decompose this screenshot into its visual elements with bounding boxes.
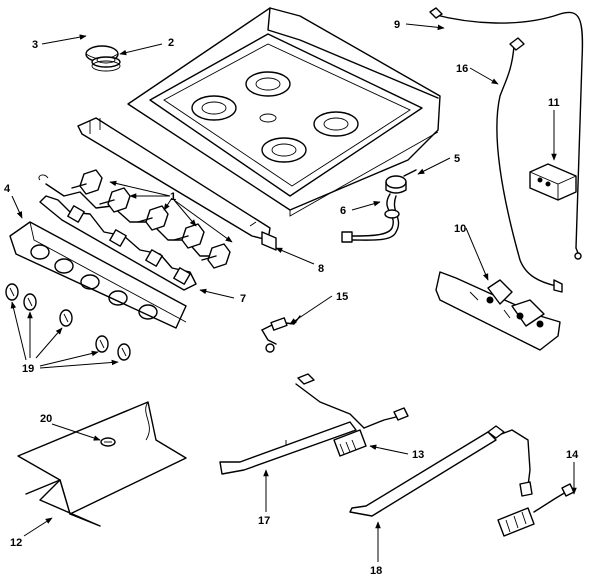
callout-6: 6 xyxy=(340,205,346,217)
callout-8: 8 xyxy=(318,263,324,275)
manifold-panel-part xyxy=(39,195,197,291)
burner-box-part xyxy=(17,401,187,527)
callout-9: 9 xyxy=(394,19,400,31)
terminal-block-14-part xyxy=(497,483,575,537)
callout-4: 4 xyxy=(4,183,11,195)
control-panel-part xyxy=(9,221,187,329)
regulator-part xyxy=(529,163,577,201)
wire-harness-18-part xyxy=(349,425,533,517)
callouts: 2 3 4 1 5 6 7 8 9 10 11 12 13 14 15 16 1… xyxy=(4,19,579,577)
callout-12: 12 xyxy=(10,537,22,549)
gas-tube-part xyxy=(429,7,584,293)
callout-15: 15 xyxy=(336,291,348,303)
electrode-part xyxy=(261,315,301,353)
callout-14: 14 xyxy=(566,449,579,461)
callout-20: 20 xyxy=(40,413,52,425)
burner-head-part xyxy=(91,56,121,72)
callout-19: 19 xyxy=(22,363,34,375)
callout-1: 1 xyxy=(170,191,176,203)
orifice-valve-part xyxy=(341,169,417,243)
terminal-block-13-part xyxy=(333,429,367,457)
callout-3: 3 xyxy=(32,39,38,51)
callout-5: 5 xyxy=(454,153,460,165)
callout-2: 2 xyxy=(168,37,174,49)
callout-7: 7 xyxy=(240,293,246,305)
callout-10: 10 xyxy=(454,223,466,235)
leader-lines xyxy=(10,23,577,562)
callout-13: 13 xyxy=(412,449,424,461)
callout-18: 18 xyxy=(370,565,382,577)
cooktop-part xyxy=(127,7,441,217)
callout-16: 16 xyxy=(456,63,468,75)
clip-20-part xyxy=(100,437,116,447)
wire-harness-17-part xyxy=(219,373,409,475)
spark-module-part xyxy=(435,271,561,351)
callout-11: 11 xyxy=(548,97,560,109)
manifold-bracket-part xyxy=(77,117,277,251)
valves-part xyxy=(38,169,231,269)
knobs-part xyxy=(5,283,131,361)
callout-17: 17 xyxy=(258,515,270,527)
